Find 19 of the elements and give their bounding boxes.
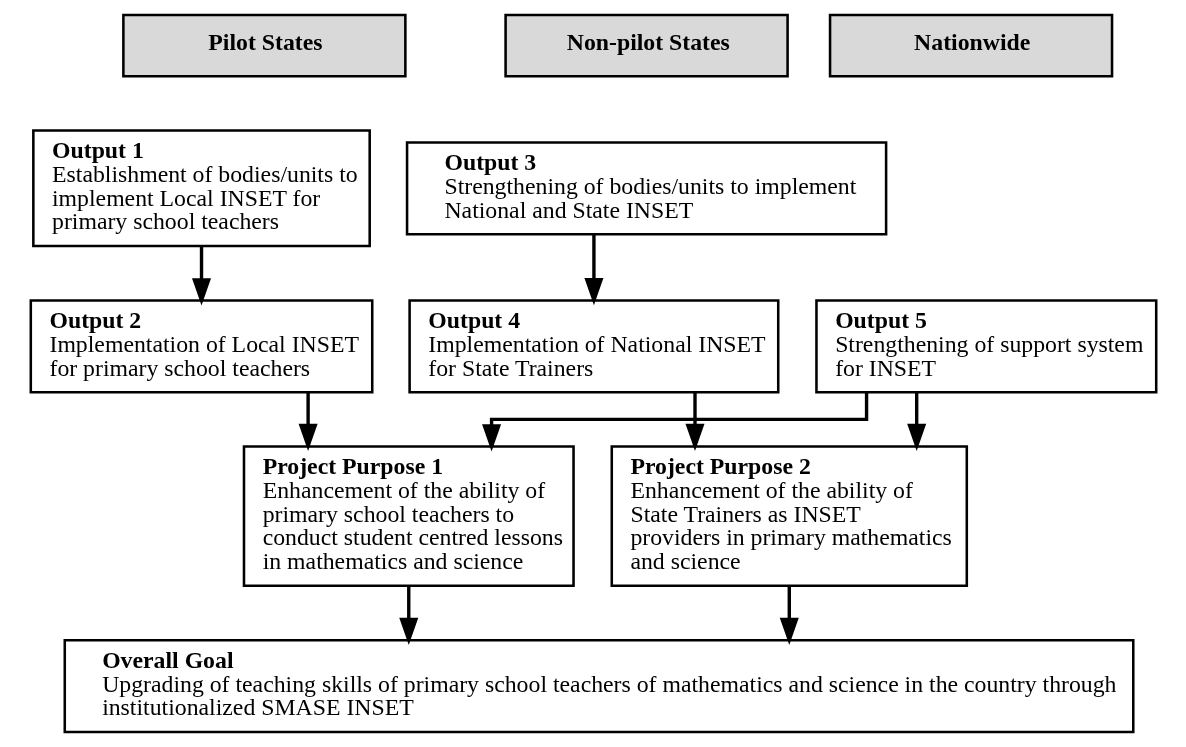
arrow — [398, 586, 418, 646]
node-box: Project Purpose 2 Enhancement of the ability of State Trainers as INSET providers in primary mathematics and science — [610, 445, 968, 588]
node-box: Output 3 Strengthening of bodies/units to implement National and State INSET — [405, 141, 887, 236]
arrow — [191, 246, 211, 306]
node-box: Output 1 Establishment of bodies/units to implement Local INSET for primary school teachers — [31, 129, 371, 248]
arrow — [481, 393, 868, 452]
node-box: Pilot States — [121, 13, 407, 78]
node-box: Overall Goal Upgrading of teaching skills of primary school teachers of mathematics and science in the country through institutionalized SMASE INSET — [63, 638, 1135, 734]
arrow — [906, 392, 926, 452]
node-box: Non-pilot States — [503, 13, 789, 78]
arrow — [779, 586, 799, 646]
node-box: Project Purpose 1 Enhancement of the ability of primary school teachers to conduct student centred lessons in mathematics and science — [242, 445, 575, 588]
arrow — [684, 392, 705, 452]
node-box: Nationwide — [828, 13, 1113, 78]
node-box: Output 2 Implementation of Local INSET for primary school teachers — [29, 299, 373, 394]
node-box: Output 5 Strengthening of support system for INSET — [814, 299, 1157, 394]
node-box: Output 4 Implementation of National INSET for State Trainers — [407, 299, 779, 394]
arrow — [298, 392, 318, 452]
arrow — [583, 234, 603, 306]
